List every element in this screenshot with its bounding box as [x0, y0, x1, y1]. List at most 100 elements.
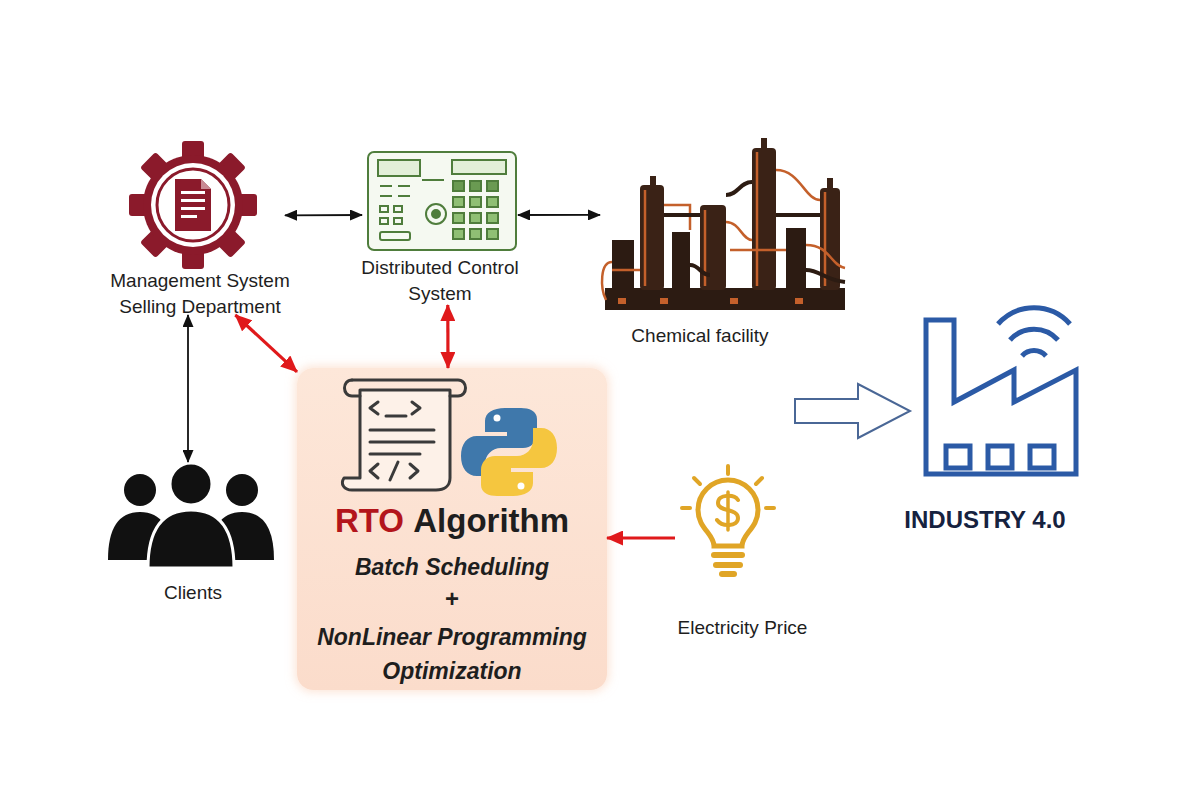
chemical-plant-illustration-part	[761, 138, 767, 150]
chemical-plant-illustration-part	[618, 298, 803, 304]
node-label: NonLinear Programming Optimization	[317, 624, 587, 684]
control-panel-icon-part	[453, 181, 464, 191]
control-panel-icon-part	[368, 152, 516, 250]
text-line: INDUSTRY 4.0	[875, 505, 1095, 535]
data-flow-arrow	[446, 305, 449, 368]
smart-factory-icon-part	[946, 446, 970, 468]
system-node: INDUSTRY 4.0	[895, 305, 1090, 535]
people-icon-part	[124, 474, 156, 506]
chemical-plant-illustration-part-part	[690, 265, 710, 275]
chemical-plant-illustration-part-part	[664, 205, 690, 230]
lightbulb-icon-part	[717, 496, 738, 525]
control-panel-icon-part	[398, 195, 410, 197]
control-panel-icon-part	[398, 185, 410, 187]
gear-icon-part-part	[181, 199, 205, 202]
smart-factory-icon-part	[926, 320, 1076, 474]
link-arrow	[518, 214, 600, 216]
chemical-plant-illustration-part-part	[612, 269, 640, 272]
gear-icon-part-part	[181, 191, 205, 194]
chemical-plant-illustration-part-part	[806, 245, 845, 268]
text-line: Distributed Control System	[332, 255, 548, 307]
control-panel-icon-part	[470, 181, 481, 191]
link-arrow	[285, 214, 362, 216]
text-line: RTOAlgorithm	[297, 501, 607, 541]
gear-icon-part-part	[181, 207, 205, 210]
gear-icon-part-part	[237, 194, 257, 216]
node-label: RTO	[335, 502, 404, 539]
gear-icon-part-part	[140, 228, 170, 258]
node-label: Electricity Price	[678, 617, 808, 638]
control-panel-icon-part	[378, 160, 420, 176]
chemical-plant-illustration-part-part	[756, 152, 759, 286]
smart-factory-icon-part	[998, 308, 1070, 324]
lightbulb-icon-part	[766, 506, 774, 510]
lightbulb-icon-part	[726, 492, 730, 530]
node-label: Algorithm	[413, 502, 569, 539]
node-label: Clients	[164, 582, 222, 603]
control-panel-icon-part	[380, 232, 410, 240]
system-node: Distributed Control System	[362, 148, 518, 305]
gear-icon-part-part	[216, 228, 246, 258]
chemical-plant-illustration-part-part	[730, 249, 786, 252]
control-panel-icon-part	[452, 160, 506, 174]
gear-icon-part-part	[129, 194, 149, 216]
data-flow-arrow	[607, 536, 675, 539]
smart-factory-icon-part	[1010, 329, 1058, 340]
lightbulb-icon-part	[726, 466, 730, 474]
smart-factory-icon-part	[1022, 351, 1046, 356]
chemical-plant-illustration-part-part	[726, 222, 752, 240]
chemical-plant-illustration-part	[820, 188, 840, 290]
people-icon-part	[170, 463, 212, 505]
chemical-plant-illustration-part	[640, 185, 664, 290]
chemical-plant-illustration-part	[786, 228, 806, 290]
control-panel-icon-part	[426, 204, 446, 224]
lightbulb-icon-part	[722, 571, 734, 577]
gear-icon-part-part	[201, 179, 211, 189]
control-panel-icon-part	[487, 229, 498, 239]
text-line: Batch Scheduling	[297, 552, 607, 582]
data-flow-arrow	[235, 315, 297, 372]
algorithm-box: RTOAlgorithmBatch Scheduling + NonLinear P…	[297, 368, 607, 690]
lightbulb-icon-part	[756, 478, 762, 484]
chemical-plant-illustration-part-part	[795, 298, 803, 304]
text-line: NonLinear Programming Optimization	[307, 620, 597, 688]
control-panel-icon-part	[453, 229, 464, 239]
lightbulb-icon-part	[716, 562, 740, 568]
node-label: +	[445, 585, 459, 612]
control-panel-icon-part	[470, 213, 481, 223]
chemical-plant-illustration-part	[602, 152, 845, 300]
node-label: Management System Selling Department	[110, 270, 290, 317]
chemical-plant-illustration-part-part	[618, 298, 626, 304]
lightbulb-icon-part	[714, 552, 742, 558]
people-icon-part	[108, 512, 172, 560]
control-panel-icon-part	[453, 197, 464, 207]
chemical-plant-illustration	[602, 138, 845, 310]
chemical-plant-illustration-part-part	[704, 210, 707, 286]
control-panel-icon-part	[394, 218, 402, 224]
control-panel-icon-part	[380, 195, 392, 197]
chemical-plant-illustration-part-part	[806, 270, 845, 282]
gear-icon-part-part	[175, 179, 211, 231]
chemical-plant-illustration-part-part	[776, 213, 820, 217]
text-line: Chemical facility	[590, 323, 810, 349]
control-panel-icon-part	[432, 210, 440, 218]
node-label: INDUSTRY 4.0	[904, 506, 1065, 533]
gear-icon-part-part	[182, 141, 204, 161]
gear-icon-part-part	[151, 163, 235, 247]
gear-icon-part-part	[182, 249, 204, 269]
chemical-plant-illustration-part	[827, 178, 833, 190]
gear-icon-part-part	[181, 215, 197, 218]
system-node: Electricity Price	[675, 468, 810, 640]
control-panel-icon-part	[422, 179, 444, 181]
people-icon-part	[148, 510, 234, 568]
smart-factory-icon-part	[1030, 446, 1054, 468]
chemical-plant-illustration-part-part	[776, 170, 820, 200]
gear-icon-part	[129, 141, 257, 269]
lightbulb-icon-part	[694, 478, 700, 484]
chemical-plant-illustration-part	[664, 182, 845, 282]
control-panel-icon-part	[380, 218, 388, 224]
control-panel-icon-part	[487, 181, 498, 191]
gear-icon-part-part	[216, 152, 246, 182]
chemical-plant-illustration-part-part	[730, 298, 738, 304]
